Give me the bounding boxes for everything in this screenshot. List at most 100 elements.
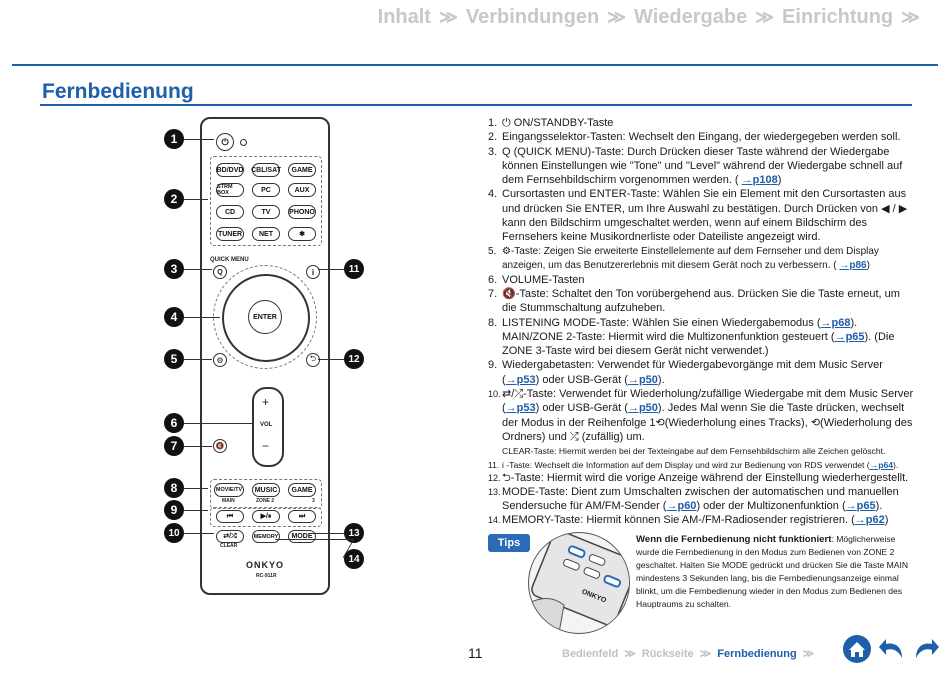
mode-button: MUSIC xyxy=(252,483,280,497)
page-link[interactable]: →p86 xyxy=(839,259,867,271)
zone2-label: ZONE 2 xyxy=(256,498,275,504)
input-button: AUX xyxy=(288,183,316,197)
listening-mode-group xyxy=(210,479,322,509)
page-link[interactable]: →p53 xyxy=(505,373,536,386)
input-selector-group xyxy=(210,156,322,246)
nav-separator: ≫ xyxy=(755,7,775,27)
callout-11: 11 xyxy=(344,259,364,279)
nav-separator: ≫ xyxy=(438,7,458,27)
tab-wiedergabe[interactable]: Wiedergabe xyxy=(634,6,748,28)
callout-9: 9 xyxy=(164,500,184,520)
bluetooth-icon: ✱ xyxy=(288,227,316,241)
info-icon: i xyxy=(306,265,320,279)
tips-remote-photo: ONKYO xyxy=(528,532,630,634)
list-item: 4.Cursortasten und ENTER-Taste: Wählen S… xyxy=(488,188,908,244)
volume-rocker xyxy=(252,387,284,467)
footer-link-bedienfeld[interactable]: Bedienfeld xyxy=(562,647,619,660)
callout-leader xyxy=(184,510,208,511)
quick-menu-label: QUICK MENU xyxy=(210,257,249,263)
list-item: 3. Q (QUICK MENU)-Taste: Durch Drücken d… xyxy=(488,145,903,187)
power-icon: ⏻ xyxy=(216,133,234,151)
page-link[interactable]: →p108 xyxy=(741,174,778,187)
footer-icons xyxy=(842,634,940,664)
list-item: 6.VOLUME-Tasten xyxy=(488,273,585,286)
page-link[interactable]: →p65 xyxy=(845,500,876,513)
input-button: STRM BOX xyxy=(216,183,244,197)
repeat-shuffle-icon: ⇄/⤮ xyxy=(216,530,244,543)
playback-group xyxy=(210,507,322,527)
page-link[interactable]: →p64 xyxy=(869,459,894,470)
tips-heading: Wenn die Fernbedienung nicht funktionier… xyxy=(636,534,832,545)
tips-text: Wenn die Fernbedienung nicht funktionier… xyxy=(636,534,909,610)
page-link[interactable]: →p50 xyxy=(627,402,658,415)
input-button: TV xyxy=(252,205,280,219)
page-link[interactable]: →p68 xyxy=(820,316,851,329)
list-item: 12.⮌-Taste: Hiermit wird die vorige Anze… xyxy=(488,471,909,484)
callout-leader xyxy=(318,269,344,270)
input-button: PHONO xyxy=(288,205,316,219)
nav-separator: ≫ xyxy=(802,648,815,660)
page-link[interactable]: →p53 xyxy=(505,402,536,415)
forward-icon[interactable] xyxy=(912,634,940,664)
mode-button: GAME xyxy=(288,483,316,497)
cursor-ring xyxy=(222,274,310,362)
main-label: MAIN xyxy=(222,498,235,504)
footer-link-fernbedienung[interactable]: Fernbedienung xyxy=(717,647,797,660)
page-link[interactable]: →p65 xyxy=(834,330,865,343)
callout-7: 7 xyxy=(164,436,184,456)
callout-6: 6 xyxy=(164,413,184,433)
list-item: 9. Wiedergabetasten: Verwendet für Wiede… xyxy=(488,359,883,386)
input-button: GAME xyxy=(288,163,316,177)
list-item: 10. ⇄/⤮-Taste: Verwendet für Wiederholun… xyxy=(488,388,914,457)
callout-8: 8 xyxy=(164,478,184,498)
callout-5: 5 xyxy=(164,349,184,369)
next-icon: ⏭ xyxy=(288,510,316,523)
callout-leader xyxy=(184,317,220,318)
page-title: Fernbedienung xyxy=(42,80,194,103)
callout-leader xyxy=(184,359,212,360)
mute-icon: 🔇 xyxy=(213,439,227,453)
tab-verbindungen[interactable]: Verbindungen xyxy=(465,6,600,28)
title-divider xyxy=(40,104,912,106)
mode-button: MOVIE/TV xyxy=(214,483,244,497)
callout-14: 14 xyxy=(344,549,364,569)
list-item: 11. i -Taste: Wechselt die Information a… xyxy=(488,459,899,470)
callout-2: 2 xyxy=(164,189,184,209)
list-item: 8. LISTENING MODE-Taste: Wählen Sie eine… xyxy=(488,316,895,358)
nav-separator: ≫ xyxy=(624,648,636,660)
button-description-list: 1.⏻ ON/STANDBY-Taste 2.Eingangsselektor-… xyxy=(488,116,916,528)
callout-leader xyxy=(184,139,214,140)
page-link[interactable]: →p60 xyxy=(666,500,697,513)
clear-label: CLEAR xyxy=(220,543,238,549)
return-icon: ⮌ xyxy=(306,353,320,367)
mode-select-button: MODE xyxy=(288,530,316,543)
callout-leader xyxy=(184,269,212,270)
callout-4: 4 xyxy=(164,307,184,327)
list-item: 5. ⚙-Taste: Zeigen Sie erweiterte Einste… xyxy=(488,245,879,271)
tab-einrichtung[interactable]: Einrichtung xyxy=(782,6,894,28)
play-pause-icon: ▶/⏸ xyxy=(252,510,280,523)
input-button: PC xyxy=(252,183,280,197)
callout-leader xyxy=(184,423,252,424)
nav-separator: ≫ xyxy=(901,7,920,27)
zone3-label: 3 xyxy=(312,498,315,504)
top-navigation: Inhalt ≫ Verbindungen ≫ Wiedergabe ≫ Ein… xyxy=(378,6,920,29)
callout-13: 13 xyxy=(344,523,364,543)
nav-separator: ≫ xyxy=(607,7,627,27)
input-button: CD xyxy=(216,205,244,219)
tab-inhalt[interactable]: Inhalt xyxy=(377,6,431,28)
input-button: BD/DVD xyxy=(216,163,244,177)
remote-hand-illustration xyxy=(529,533,629,633)
page-link[interactable]: →p62 xyxy=(854,514,885,527)
memory-button: MEMORY xyxy=(252,530,280,543)
page-link[interactable]: →p50 xyxy=(627,373,658,386)
callout-leader xyxy=(184,533,214,534)
callout-10: 10 xyxy=(164,523,184,543)
input-button: CBL/SAT xyxy=(251,163,281,177)
volume-label: VOL xyxy=(260,422,273,428)
back-icon[interactable] xyxy=(878,634,906,664)
model-label: RC-911R xyxy=(256,573,277,579)
home-icon[interactable] xyxy=(842,634,872,664)
list-item: 1.⏻ ON/STANDBY-Taste xyxy=(488,117,614,129)
footer-link-rueckseite[interactable]: Rückseite xyxy=(641,647,694,660)
